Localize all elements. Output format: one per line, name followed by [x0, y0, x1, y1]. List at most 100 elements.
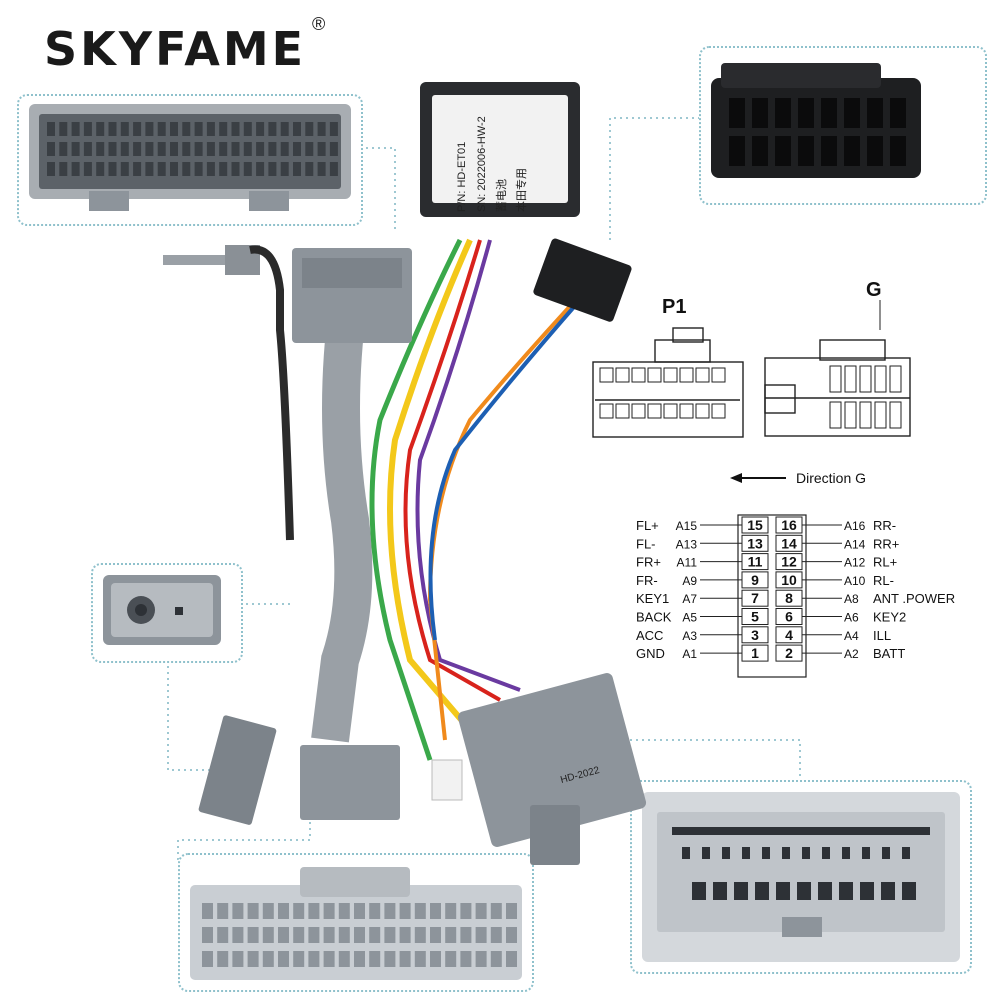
pin-slot [430, 927, 441, 943]
pin-slot [475, 951, 487, 967]
pin-slot [902, 882, 916, 900]
pin-slot [170, 162, 178, 176]
pin-slot [317, 122, 326, 136]
pin-slot [217, 927, 229, 943]
pin-slot [338, 903, 350, 919]
pin-slot [194, 142, 203, 156]
pin-slot [219, 122, 228, 136]
pin-slot [83, 142, 92, 156]
pin-slot [145, 122, 154, 136]
pin-slot [399, 927, 411, 943]
pin-slot [59, 142, 68, 156]
pin-slot [219, 142, 228, 156]
pin-slot [867, 98, 883, 128]
pin-slot [354, 951, 365, 967]
pin-slot [839, 882, 853, 900]
pin-slot [96, 162, 105, 176]
pin-slot [338, 927, 350, 943]
pin-slot [329, 122, 338, 136]
pin-slot [243, 142, 252, 156]
pin-slot [782, 847, 790, 859]
pin-slot [734, 882, 748, 900]
pin-slot [108, 142, 117, 156]
pin-slot [323, 927, 335, 943]
pin-slot [231, 162, 240, 176]
module-line4: 本田专用 [516, 168, 528, 212]
pin-slot [755, 882, 769, 900]
gray-connector-image [642, 792, 960, 962]
pin-slot [232, 951, 244, 967]
connector-pins [47, 122, 338, 176]
pin-slot [182, 122, 191, 136]
pin-slot [120, 122, 129, 136]
pin-slot [243, 162, 252, 176]
pin-slot [445, 927, 457, 943]
pin-slot [247, 951, 259, 967]
pin-slot [262, 951, 274, 967]
pin-slot [202, 903, 213, 919]
pin-slot [762, 847, 770, 859]
pin-slot [231, 142, 240, 156]
pin-slot [475, 903, 487, 919]
pin-slot [822, 847, 830, 859]
module-sn: SN: 2022006-HW-2 [476, 116, 488, 212]
pin-slot [108, 162, 117, 176]
pin-slot [399, 903, 411, 919]
pin-slot [231, 122, 240, 136]
pin-slot [293, 162, 301, 176]
pin-slot [247, 903, 259, 919]
pin-slot [369, 903, 381, 919]
pin-slot [776, 882, 790, 900]
pin-slot [108, 122, 117, 136]
pin-slot [293, 951, 305, 967]
pin-slot [384, 903, 396, 919]
pin-slot [414, 903, 426, 919]
pin-slot [821, 136, 837, 166]
pin-slot [384, 951, 396, 967]
gray-connector-image [190, 867, 522, 980]
pin-slot [798, 98, 814, 128]
module-line3: 蓄电池 [496, 179, 508, 212]
pin-slot [862, 847, 870, 859]
callout-bottom-left-connector [178, 853, 534, 992]
pin-slot [506, 951, 517, 967]
pin-slot [305, 142, 314, 156]
pin-slot [202, 951, 213, 967]
pin-slot [256, 162, 265, 176]
pin-slot [280, 122, 289, 136]
pin-slot [860, 882, 874, 900]
pin-slot [59, 122, 68, 136]
brand-logo: SKYFAME [44, 22, 307, 76]
pin-slot [217, 903, 229, 919]
module-label: P/N: HD-ET01 SN: 2022006-HW-2 蓄电池 本田专用 [452, 92, 548, 212]
pin-slot [256, 122, 265, 136]
pin-slot [182, 142, 191, 156]
pin-slot [329, 162, 338, 176]
pin-slot [702, 847, 710, 859]
pin-slot [490, 927, 502, 943]
pin-slot [182, 162, 191, 176]
pin-slot [490, 903, 502, 919]
pin-slot [243, 122, 252, 136]
pin-slot [354, 903, 365, 919]
pin-slot [305, 122, 314, 136]
pin-slot [262, 927, 274, 943]
gray-connector-image [29, 104, 351, 211]
pin-slot [157, 142, 166, 156]
pin-slot [323, 951, 335, 967]
pin-slot [133, 122, 142, 136]
pin-slot [506, 903, 517, 919]
pin-slot [742, 847, 750, 859]
pin-slot [293, 903, 305, 919]
pin-slot [338, 951, 350, 967]
pin-slot [384, 927, 396, 943]
pin-slot [752, 136, 768, 166]
pin-slot [278, 951, 289, 967]
pin-slot [844, 98, 860, 128]
pin-slot [194, 122, 203, 136]
pin-slot [881, 882, 895, 900]
pin-slot [206, 142, 215, 156]
pin-slot [217, 951, 229, 967]
pin-slot [844, 136, 860, 166]
pin-slot [818, 882, 832, 900]
